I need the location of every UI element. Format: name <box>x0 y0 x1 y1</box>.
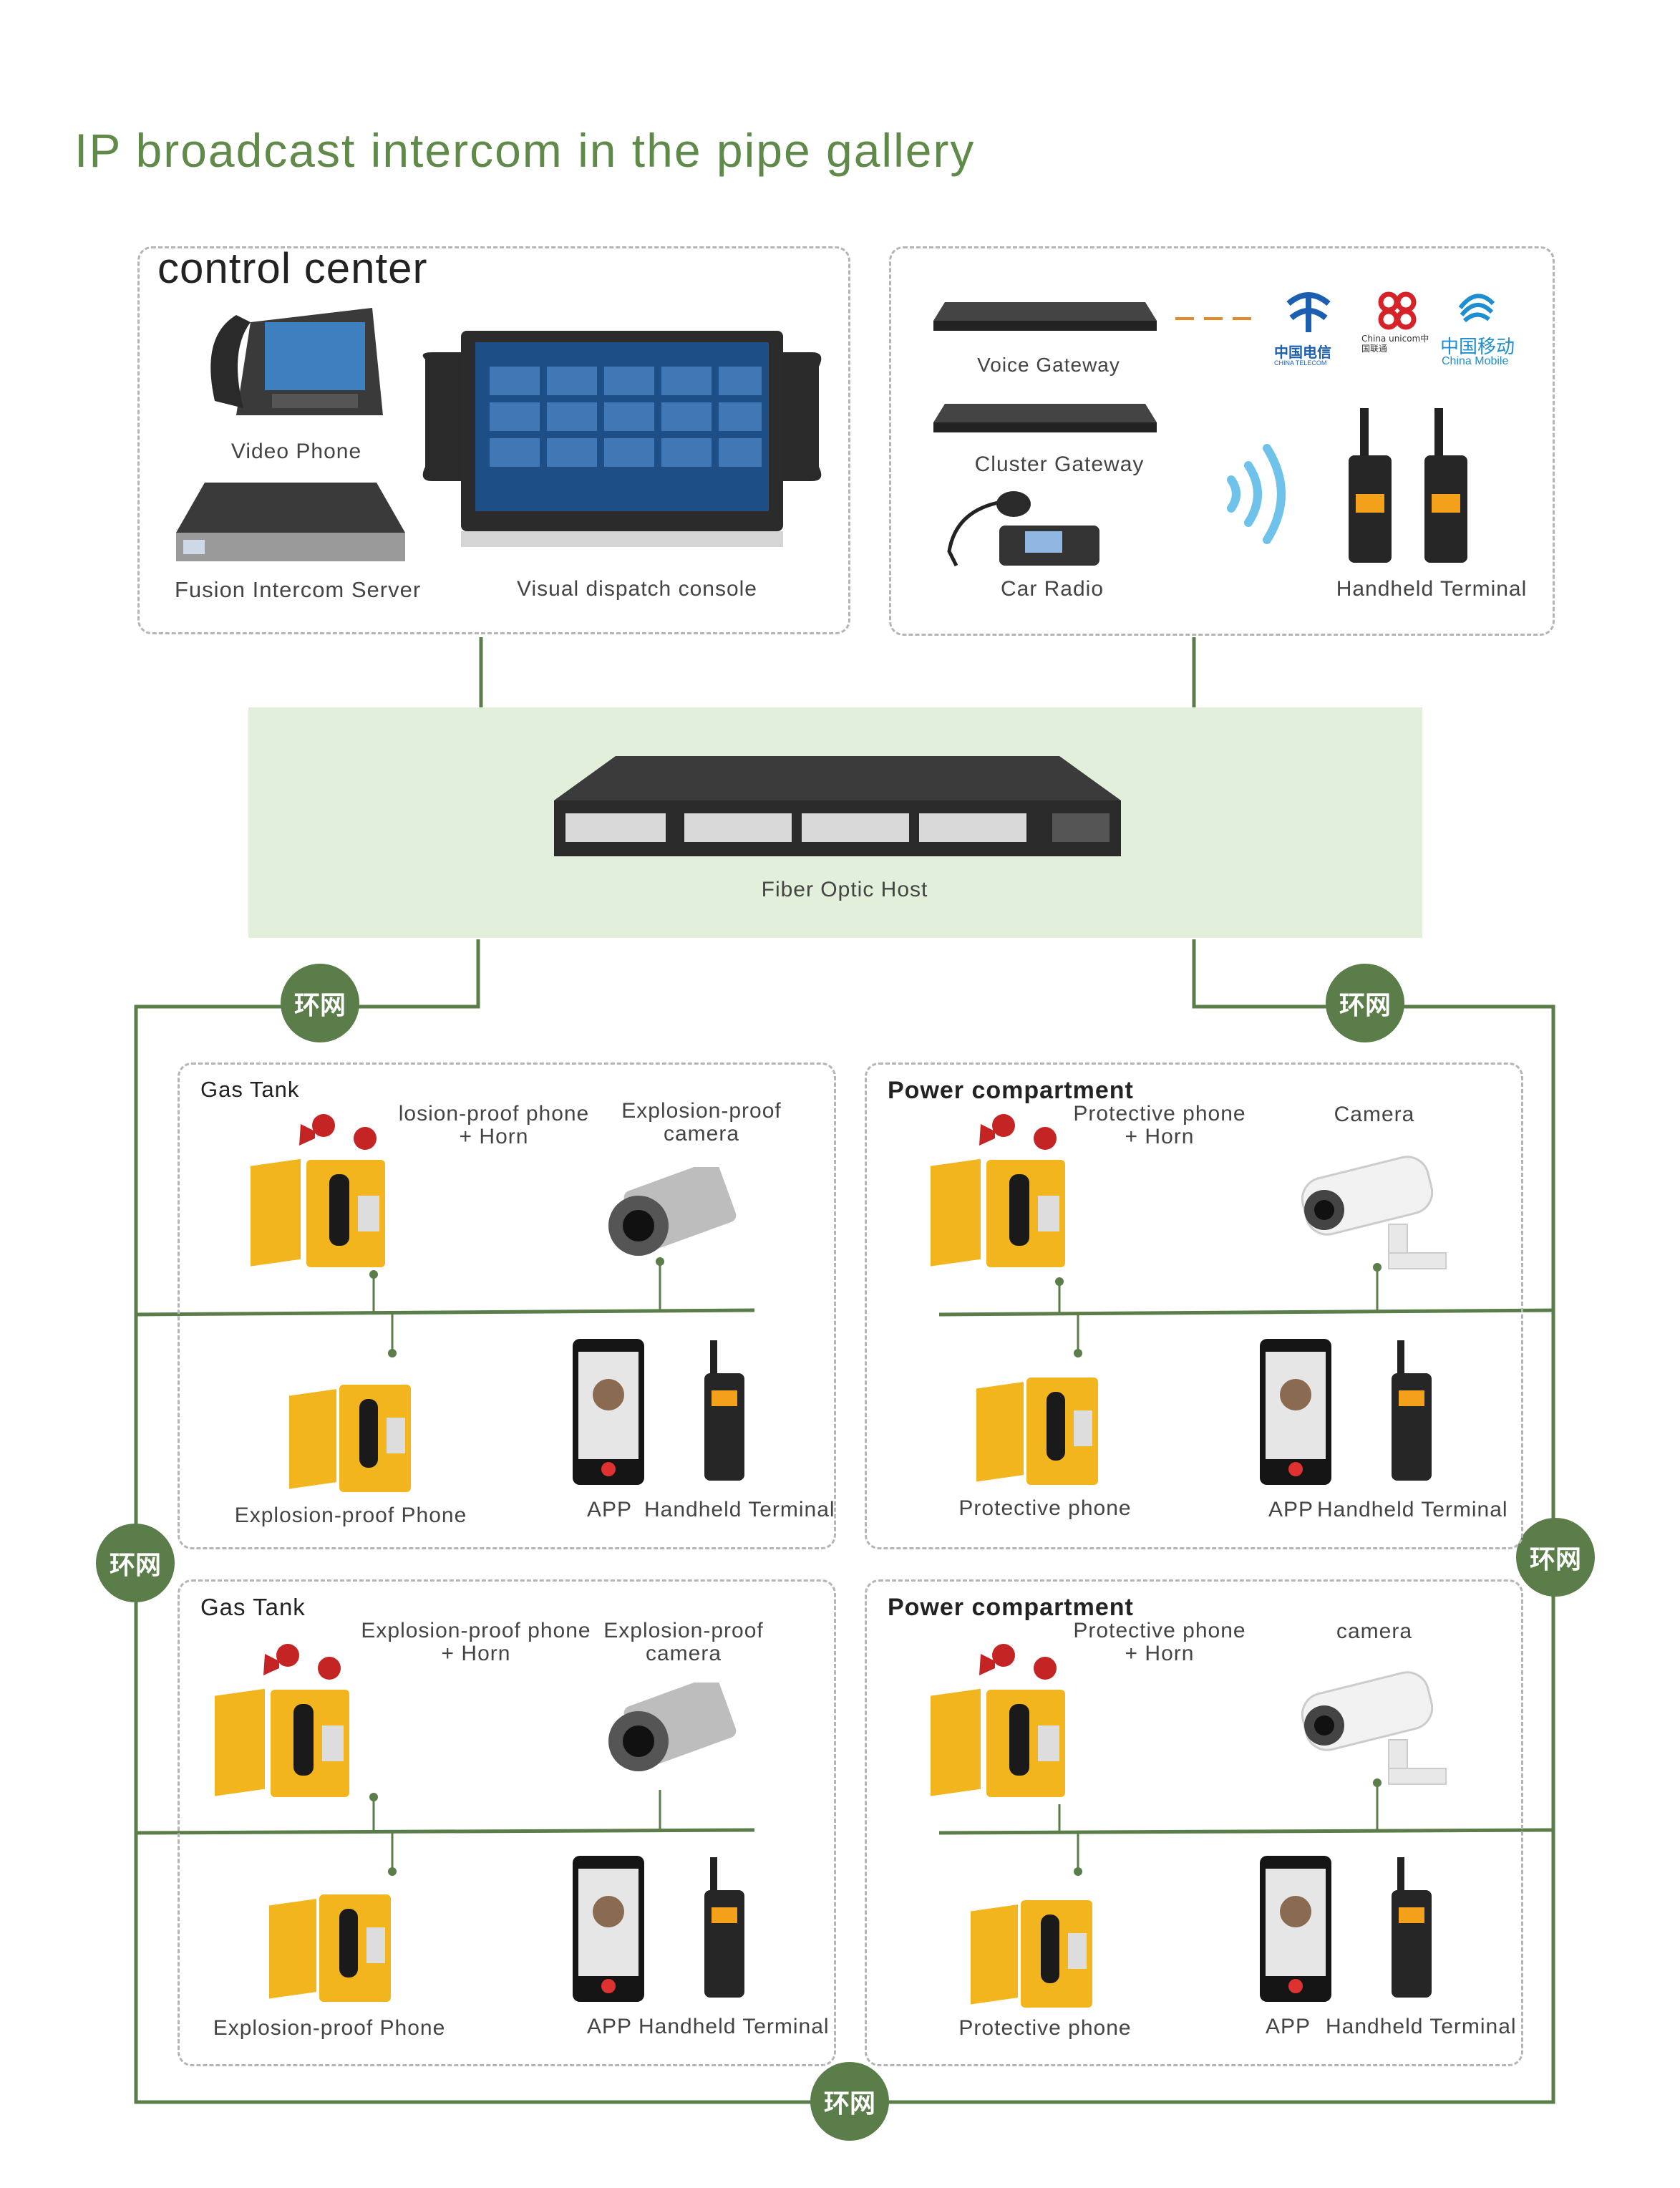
ring-network-badge-top-right: 环网 <box>1326 964 1404 1042</box>
cluster-gateway-icon <box>933 404 1157 432</box>
video-phone-icon <box>210 308 383 415</box>
china-mobile-logo <box>1458 294 1495 323</box>
zone-1-camera-label: Explosion-proof camera <box>621 1099 782 1146</box>
page-title: IP broadcast intercom in the pipe galler… <box>74 124 976 177</box>
zone-1-explosion-proof-phone-horn-icon <box>251 1114 385 1267</box>
zone-1-heading: Gas Tank <box>200 1077 300 1102</box>
control-center-heading: control center <box>157 244 428 292</box>
fusion-server-icon <box>176 483 405 561</box>
zone-3-camera-label: Explosion-proof camera <box>603 1619 764 1665</box>
zone-4-camera-icon <box>1301 1671 1447 1785</box>
zone-4-phone-label: Protective phone <box>958 2016 1132 2040</box>
zone-3-phone-horn-label: Explosion-proof phone + Horn <box>361 1619 591 1665</box>
zone-2-handheld-label: Handheld Terminal <box>1317 1498 1508 1521</box>
zone-1-explosion-proof-phone-icon <box>289 1385 411 1492</box>
china-mobile-en: China Mobile <box>1442 355 1509 367</box>
zone-2-app-label: APP <box>1268 1498 1314 1521</box>
zone-4-app-label: APP <box>1266 2015 1311 2038</box>
zone-3-app-handheld-icon <box>573 1856 744 2002</box>
zone-4-heading: Power compartment <box>888 1594 1134 1621</box>
zone-3-heading: Gas Tank <box>200 1594 306 1620</box>
zone-1-app-handheld-icon <box>573 1339 744 1485</box>
zone-3-phone-label: Explosion-proof Phone <box>213 2016 446 2040</box>
voice-gateway-label: Voice Gateway <box>977 354 1120 376</box>
china-mobile-text: 中国移动 <box>1440 337 1515 358</box>
zone-1-phone-horn-label: losion-proof phone + Horn <box>398 1102 590 1148</box>
handheld-terminal-icon <box>1349 408 1467 563</box>
china-unicom-logo <box>1378 291 1417 330</box>
ring-network-badge-bottom: 环网 <box>810 2062 889 2141</box>
car-radio-label: Car Radio <box>1000 577 1104 601</box>
fiber-optic-switch-icon <box>554 756 1121 856</box>
fusion-server-label: Fusion Intercom Server <box>175 577 422 602</box>
wireless-signal-icon <box>1227 444 1286 544</box>
zone-3-handheld-label: Handheld Terminal <box>639 2015 830 2038</box>
china-unicom-text: China unicom中国联通 <box>1361 334 1429 354</box>
zone-2-phone-horn-label: Protective phone + Horn <box>1073 1102 1246 1148</box>
dashed-link <box>1175 317 1261 320</box>
control-center-panel <box>137 246 850 634</box>
zone-3-explosion-proof-phone-horn-icon <box>215 1644 349 1797</box>
zone-4-protective-phone-horn-icon <box>931 1644 1065 1797</box>
zone-1-explosion-proof-camera-icon <box>608 1167 737 1256</box>
ring-network-badge-top-left: 环网 <box>281 964 359 1042</box>
zone-gas-tank-1 <box>178 1062 836 1549</box>
video-phone-label: Video Phone <box>230 440 362 463</box>
zone-4-phone-horn-label: Protective phone + Horn <box>1073 1619 1246 1665</box>
zone-4-camera-label: camera <box>1336 1620 1413 1643</box>
zone-4-protective-phone-icon <box>971 1900 1092 2008</box>
ring-network-badge-right: 环网 <box>1516 1518 1595 1597</box>
zone-2-app-handheld-icon <box>1260 1339 1432 1485</box>
gateways-panel <box>889 246 1555 636</box>
china-telecom-en: CHINA TELECOM <box>1274 359 1327 367</box>
zone-3-explosion-proof-camera-icon <box>608 1683 737 1771</box>
zone-3-explosion-proof-phone-icon <box>269 1894 391 2002</box>
handheld-terminal-label: Handheld Terminal <box>1336 577 1528 601</box>
zone-gas-tank-2 <box>178 1579 836 2066</box>
dispatch-console-icon <box>422 331 822 547</box>
car-radio-icon <box>947 491 1099 567</box>
zone-2-protective-phone-icon <box>976 1378 1098 1485</box>
zone-2-phone-label: Protective phone <box>958 1496 1132 1520</box>
voice-gateway-icon <box>933 302 1157 331</box>
zone-1-handheld-label: Handheld Terminal <box>644 1498 835 1521</box>
zone-power-compartment-1 <box>865 1062 1523 1549</box>
china-telecom-text: 中国电信 <box>1274 344 1331 361</box>
zone-1-app-label: APP <box>587 1498 633 1521</box>
ring-network-badge-left: 环网 <box>96 1524 175 1602</box>
dispatch-console-label: Visual dispatch console <box>517 577 757 601</box>
zone-4-app-handheld-icon <box>1260 1856 1432 2002</box>
fiber-optic-host-label: Fiber Optic Host <box>761 878 928 901</box>
zone-2-heading: Power compartment <box>888 1077 1134 1104</box>
zone-2-camera-icon <box>1301 1156 1447 1269</box>
zone-2-protective-phone-horn-icon <box>931 1114 1065 1267</box>
china-telecom-logo <box>1286 292 1331 332</box>
zone-2-camera-label: Camera <box>1334 1103 1415 1126</box>
zone-power-compartment-2 <box>865 1579 1523 2066</box>
cluster-gateway-label: Cluster Gateway <box>974 452 1145 476</box>
zone-3-app-label: APP <box>587 2015 633 2038</box>
zone-4-handheld-label: Handheld Terminal <box>1326 2015 1517 2038</box>
zone-1-phone-label: Explosion-proof Phone <box>234 1504 467 1527</box>
